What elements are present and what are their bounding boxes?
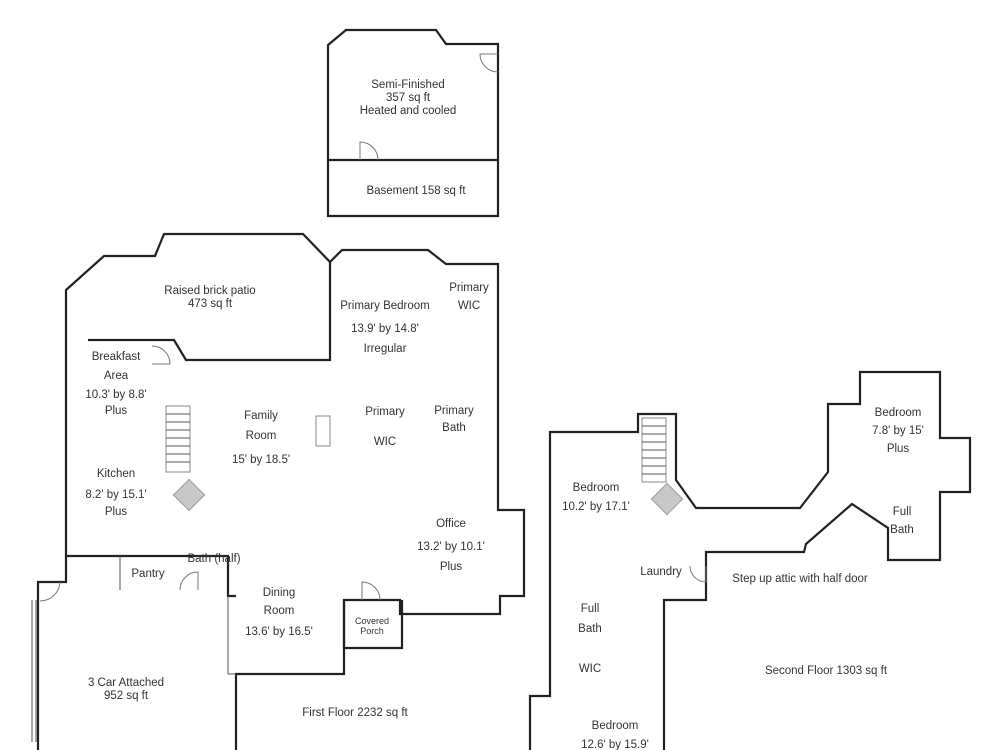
label-semi-finished-name: Semi-Finished	[371, 79, 445, 91]
label-breakfast-2: Area	[104, 370, 129, 382]
label-patio-name: Raised brick patio	[164, 285, 255, 297]
label-pantry: Pantry	[131, 568, 164, 580]
label-breakfast-1: Breakfast	[92, 351, 141, 363]
label-primary-bedroom-name: Primary Bedroom	[340, 300, 429, 312]
label-wic-second: WIC	[579, 663, 601, 675]
basement-plan	[326, 28, 500, 218]
label-kitchen-name: Kitchen	[97, 468, 135, 480]
label-primary-wic-mid-2: WIC	[374, 436, 396, 448]
label-semi-finished-area: 357 sq ft	[386, 92, 431, 104]
label-kitchen-plus: Plus	[105, 506, 128, 518]
label-full-bath-left-1: Full	[581, 603, 600, 615]
label-family-room-2: Room	[246, 430, 277, 442]
label-full-bath-right-1: Full	[893, 506, 912, 518]
label-family-room-size: 15' by 18.5'	[232, 454, 290, 466]
label-laundry: Laundry	[640, 566, 682, 578]
label-dining-1: Dining	[263, 587, 296, 599]
label-primary-bath-1: Primary	[434, 405, 474, 417]
label-covered-porch-2: Porch	[360, 626, 384, 636]
label-patio-area: 473 sq ft	[188, 298, 233, 310]
label-bedroom-top-right-size: 7.8' by 15'	[872, 425, 924, 437]
label-second-floor: Second Floor 1303 sq ft	[765, 665, 888, 677]
label-primary-bath-2: Bath	[442, 422, 466, 434]
room-labels: Semi-Finished 357 sq ft Heated and coole…	[85, 79, 924, 750]
label-primary-wic-top-1: Primary	[449, 282, 489, 294]
first-floor-plan	[31, 232, 526, 750]
label-primary-wic-mid-1: Primary	[365, 406, 405, 418]
label-garage-name: 3 Car Attached	[88, 677, 164, 689]
label-attic: Step up attic with half door	[732, 573, 868, 585]
stairs-second-floor	[641, 417, 667, 483]
label-bedroom-top-right-name: Bedroom	[875, 407, 922, 419]
label-kitchen-size: 8.2' by 15.1'	[85, 489, 146, 501]
label-bath-half: Bath (half)	[187, 553, 240, 565]
label-bedroom-bottom-name: Bedroom	[592, 720, 639, 732]
label-primary-bedroom-note: Irregular	[364, 343, 407, 355]
label-office-name: Office	[436, 518, 466, 530]
second-floor-plan	[528, 370, 972, 750]
stairs-first-floor	[165, 405, 191, 473]
label-breakfast-plus: Plus	[105, 405, 128, 417]
label-bedroom-top-right-plus: Plus	[887, 443, 910, 455]
label-primary-bedroom-size: 13.9' by 14.8'	[351, 323, 419, 335]
label-basement: Basement 158 sq ft	[366, 185, 466, 197]
label-primary-wic-top-2: WIC	[458, 300, 480, 312]
label-office-size: 13.2' by 10.1'	[417, 541, 485, 553]
label-bedroom-bottom-size: 12.6' by 15.9'	[581, 739, 649, 750]
label-office-plus: Plus	[440, 561, 463, 573]
label-covered-porch-1: Covered	[355, 616, 389, 626]
label-full-bath-left-2: Bath	[578, 623, 602, 635]
label-dining-size: 13.6' by 16.5'	[245, 626, 313, 638]
label-family-room-1: Family	[244, 410, 278, 422]
label-bedroom-mid-size: 10.2' by 17.1'	[562, 501, 630, 513]
label-garage-area: 952 sq ft	[104, 690, 149, 702]
label-breakfast-size: 10.3' by 8.8'	[85, 389, 146, 401]
label-first-floor: First Floor 2232 sq ft	[302, 707, 408, 719]
label-full-bath-right-2: Bath	[890, 524, 914, 536]
label-dining-2: Room	[264, 605, 295, 617]
label-semi-finished-note: Heated and cooled	[360, 105, 457, 117]
label-bedroom-mid-name: Bedroom	[573, 482, 620, 494]
